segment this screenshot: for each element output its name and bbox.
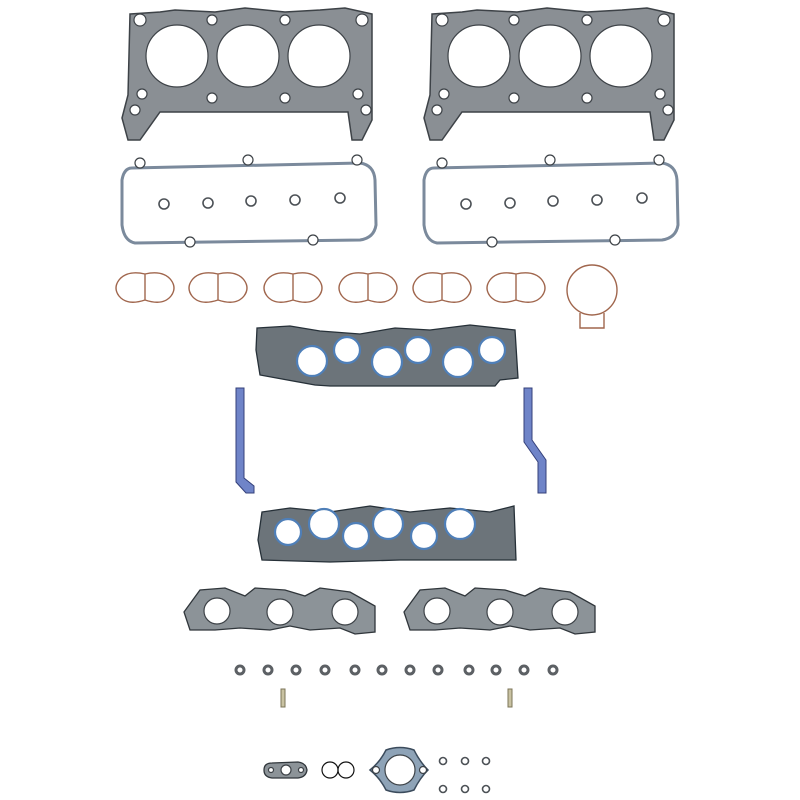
valve-stem-seals <box>234 664 559 676</box>
figure-eight-oring <box>321 761 355 779</box>
intake-manifold-gasket-bottom <box>257 505 517 563</box>
intake-end-seal-right <box>523 387 547 494</box>
intake-runner-seals <box>115 272 546 303</box>
head-gasket-left <box>121 7 373 141</box>
dowel-pin-right <box>507 688 513 708</box>
valve-cover-gasket-left <box>120 154 378 248</box>
intake-manifold-gasket-top <box>255 324 519 387</box>
dowel-pin-left <box>280 688 286 708</box>
small-orings <box>438 756 491 794</box>
egr-gasket <box>263 761 308 779</box>
intake-end-seal-left <box>235 387 255 494</box>
exhaust-manifold-gasket-right <box>403 587 596 635</box>
valve-cover-gasket-right <box>422 154 680 248</box>
head-gasket-right <box>423 7 675 141</box>
thermostat-gasket <box>368 746 430 794</box>
exhaust-manifold-gasket-left <box>183 587 376 635</box>
throttle-body-gasket <box>566 264 618 329</box>
